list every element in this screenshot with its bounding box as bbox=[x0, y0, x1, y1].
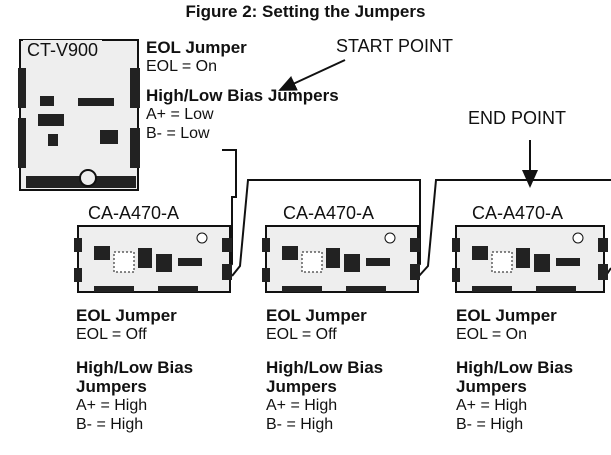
module-2-eol-value: EOL = Off bbox=[266, 326, 337, 343]
controller-board-graphic bbox=[18, 39, 140, 191]
controller-name: CT-V900 bbox=[23, 40, 103, 61]
controller-eol-value: EOL = On bbox=[146, 58, 217, 75]
module-2-board bbox=[262, 224, 422, 299]
module-2-a-value: A+ = High bbox=[266, 397, 338, 414]
module-3-board bbox=[452, 224, 611, 299]
module-2-bias-heading-1: High/Low Bias bbox=[266, 358, 384, 377]
module-3-board-graphic bbox=[452, 225, 608, 293]
module-2-name: CA-A470-A bbox=[283, 203, 375, 223]
module-1-board-graphic bbox=[74, 225, 232, 293]
controller-board bbox=[18, 38, 144, 199]
module-1-a-value: A+ = High bbox=[76, 397, 148, 414]
module-2-settings: EOL Jumper EOL = Off High/Low Bias Jumpe… bbox=[266, 306, 383, 434]
controller-a-value: A+ = Low bbox=[146, 106, 214, 123]
module-1-board bbox=[74, 224, 234, 299]
module-2-bias-heading-2: Jumpers bbox=[266, 377, 337, 396]
module-3-bias-heading-1: High/Low Bias bbox=[456, 358, 574, 377]
controller-bias-heading: High/Low Bias Jumpers bbox=[146, 86, 339, 105]
module-3-eol-value: EOL = On bbox=[456, 326, 527, 343]
module-3-a-value: A+ = High bbox=[456, 397, 528, 414]
figure-title: Figure 2: Setting the Jumpers bbox=[185, 2, 426, 21]
controller-eol-heading: EOL Jumper bbox=[146, 38, 247, 57]
module-1-bias-heading-2: Jumpers bbox=[76, 377, 147, 396]
end-point-label: END POINT bbox=[468, 108, 567, 128]
module-1-settings: EOL Jumper EOL = Off High/Low Bias Jumpe… bbox=[76, 306, 193, 434]
module-1-bias-heading-1: High/Low Bias bbox=[76, 358, 194, 377]
module-3-name: CA-A470-A bbox=[472, 203, 564, 223]
module-2-b-value: B- = High bbox=[266, 416, 334, 433]
module-1-b-value: B- = High bbox=[76, 416, 144, 433]
start-point-label: START POINT bbox=[336, 36, 454, 56]
start-point-arrow bbox=[278, 59, 346, 91]
module-1-name: CA-A470-A bbox=[88, 203, 180, 223]
module-3-bias-heading-2: Jumpers bbox=[456, 377, 527, 396]
module-2-eol-heading: EOL Jumper bbox=[266, 306, 367, 325]
module-1-eol-value: EOL = Off bbox=[76, 326, 147, 343]
module-3-settings: EOL Jumper EOL = On High/Low Bias Jumper… bbox=[456, 306, 573, 434]
controller-b-value: B- = Low bbox=[146, 125, 210, 142]
controller-settings: EOL Jumper EOL = On High/Low Bias Jumper… bbox=[146, 38, 339, 143]
module-1-eol-heading: EOL Jumper bbox=[76, 306, 177, 325]
module-3-eol-heading: EOL Jumper bbox=[456, 306, 557, 325]
module-3-b-value: B- = High bbox=[456, 416, 524, 433]
module-2-board-graphic bbox=[262, 225, 420, 293]
